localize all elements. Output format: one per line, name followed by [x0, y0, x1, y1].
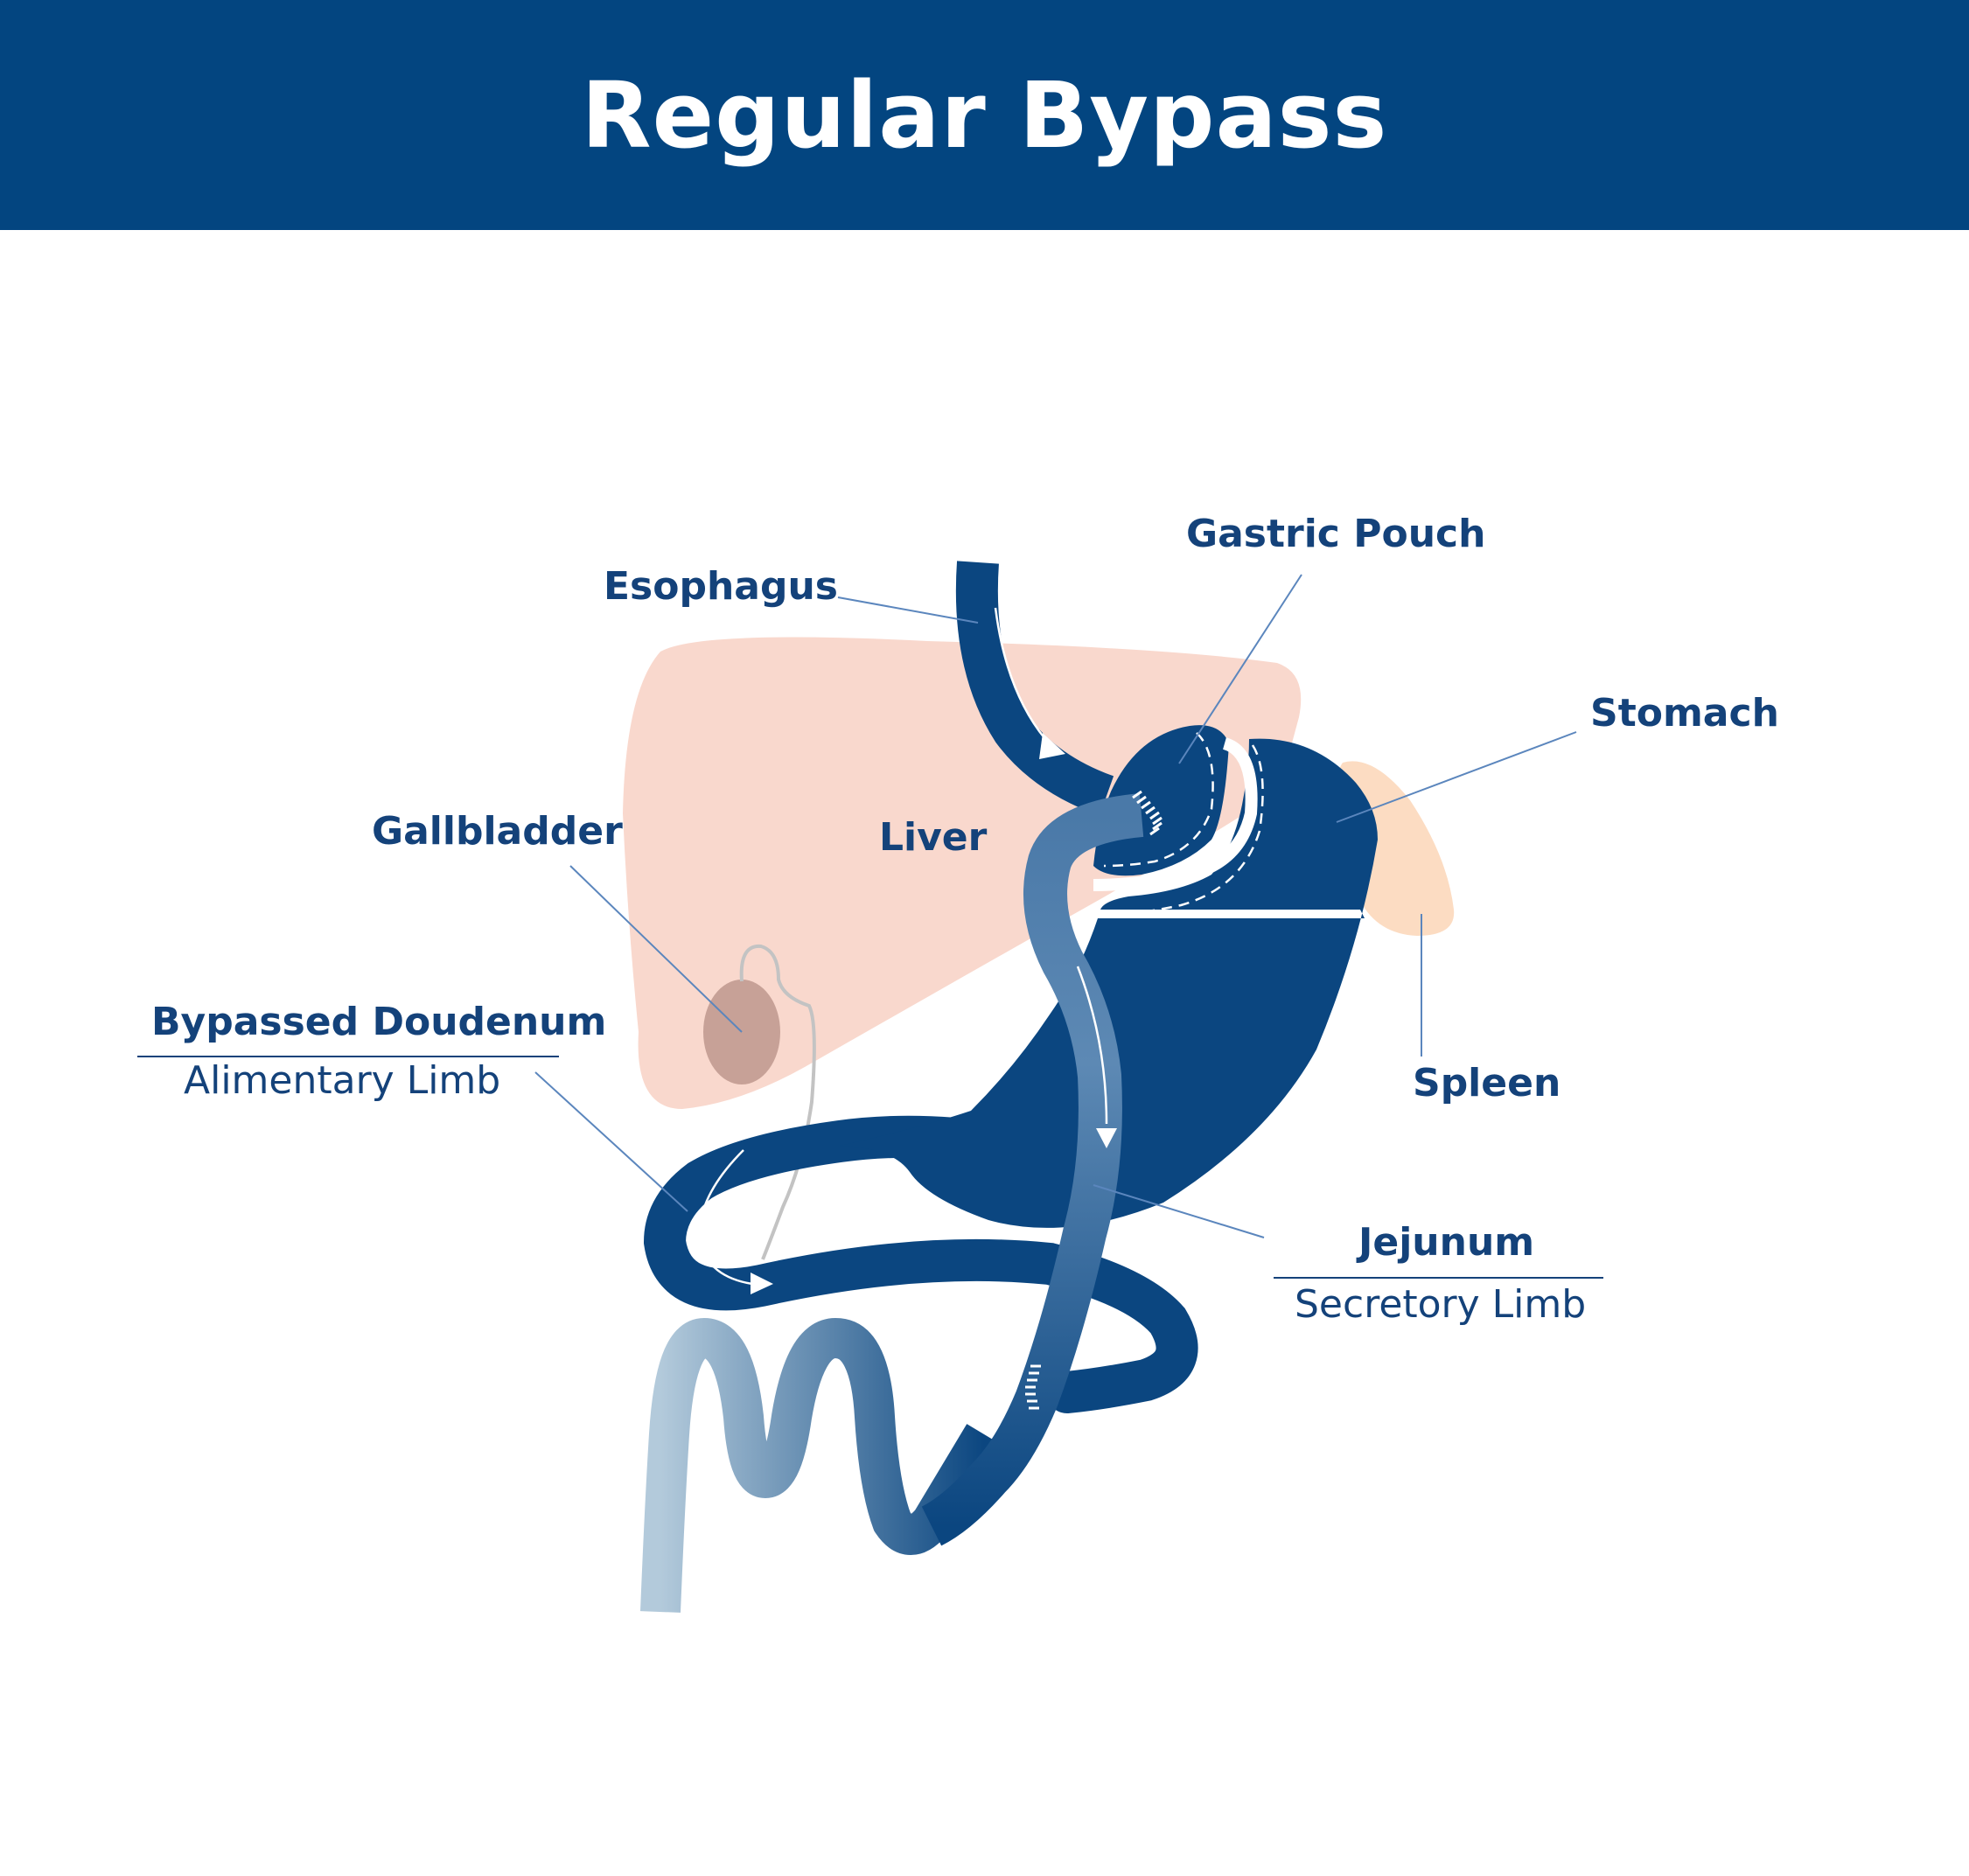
label-liver: Liver: [879, 815, 988, 860]
label-esophagus: Esophagus: [604, 564, 838, 609]
duodenum-divider: [137, 1056, 559, 1057]
staple-marks-lower: [1025, 1364, 1041, 1410]
label-alimentary-limb: Alimentary Limb: [184, 1058, 501, 1103]
flow-arrows: [698, 607, 1108, 1286]
pouch-stomach-gap: [1093, 737, 1258, 891]
staple-marks-upper: [1132, 790, 1163, 836]
stomach-shape: [840, 738, 1378, 1228]
jejunum-divider: [1274, 1277, 1603, 1279]
page-title: Regular Bypass: [581, 61, 1388, 169]
label-jejunum: Jejunum: [1358, 1220, 1535, 1265]
bile-duct: [739, 944, 816, 1260]
label-gallbladder: Gallbladder: [372, 809, 623, 854]
label-stomach: Stomach: [1590, 691, 1779, 736]
common-channel: [640, 1317, 1002, 1613]
label-spleen: Spleen: [1413, 1061, 1561, 1105]
stomach-dash-outline: [1094, 744, 1264, 917]
title-banner: Regular Bypass: [0, 0, 1969, 230]
label-gastric-pouch: Gastric Pouch: [1186, 512, 1486, 556]
leader-lines: [534, 574, 1577, 1238]
esophagus-shape: [955, 561, 1114, 816]
label-secretory-limb: Secretory Limb: [1295, 1282, 1587, 1327]
label-bypassed-duodenum: Bypassed Doudenum: [151, 1000, 607, 1044]
arrow-heads: [751, 733, 1117, 1294]
liver-shape: [623, 637, 1302, 1109]
roux-limb: [921, 793, 1144, 1546]
pouch-dash-outline: [1103, 732, 1214, 868]
